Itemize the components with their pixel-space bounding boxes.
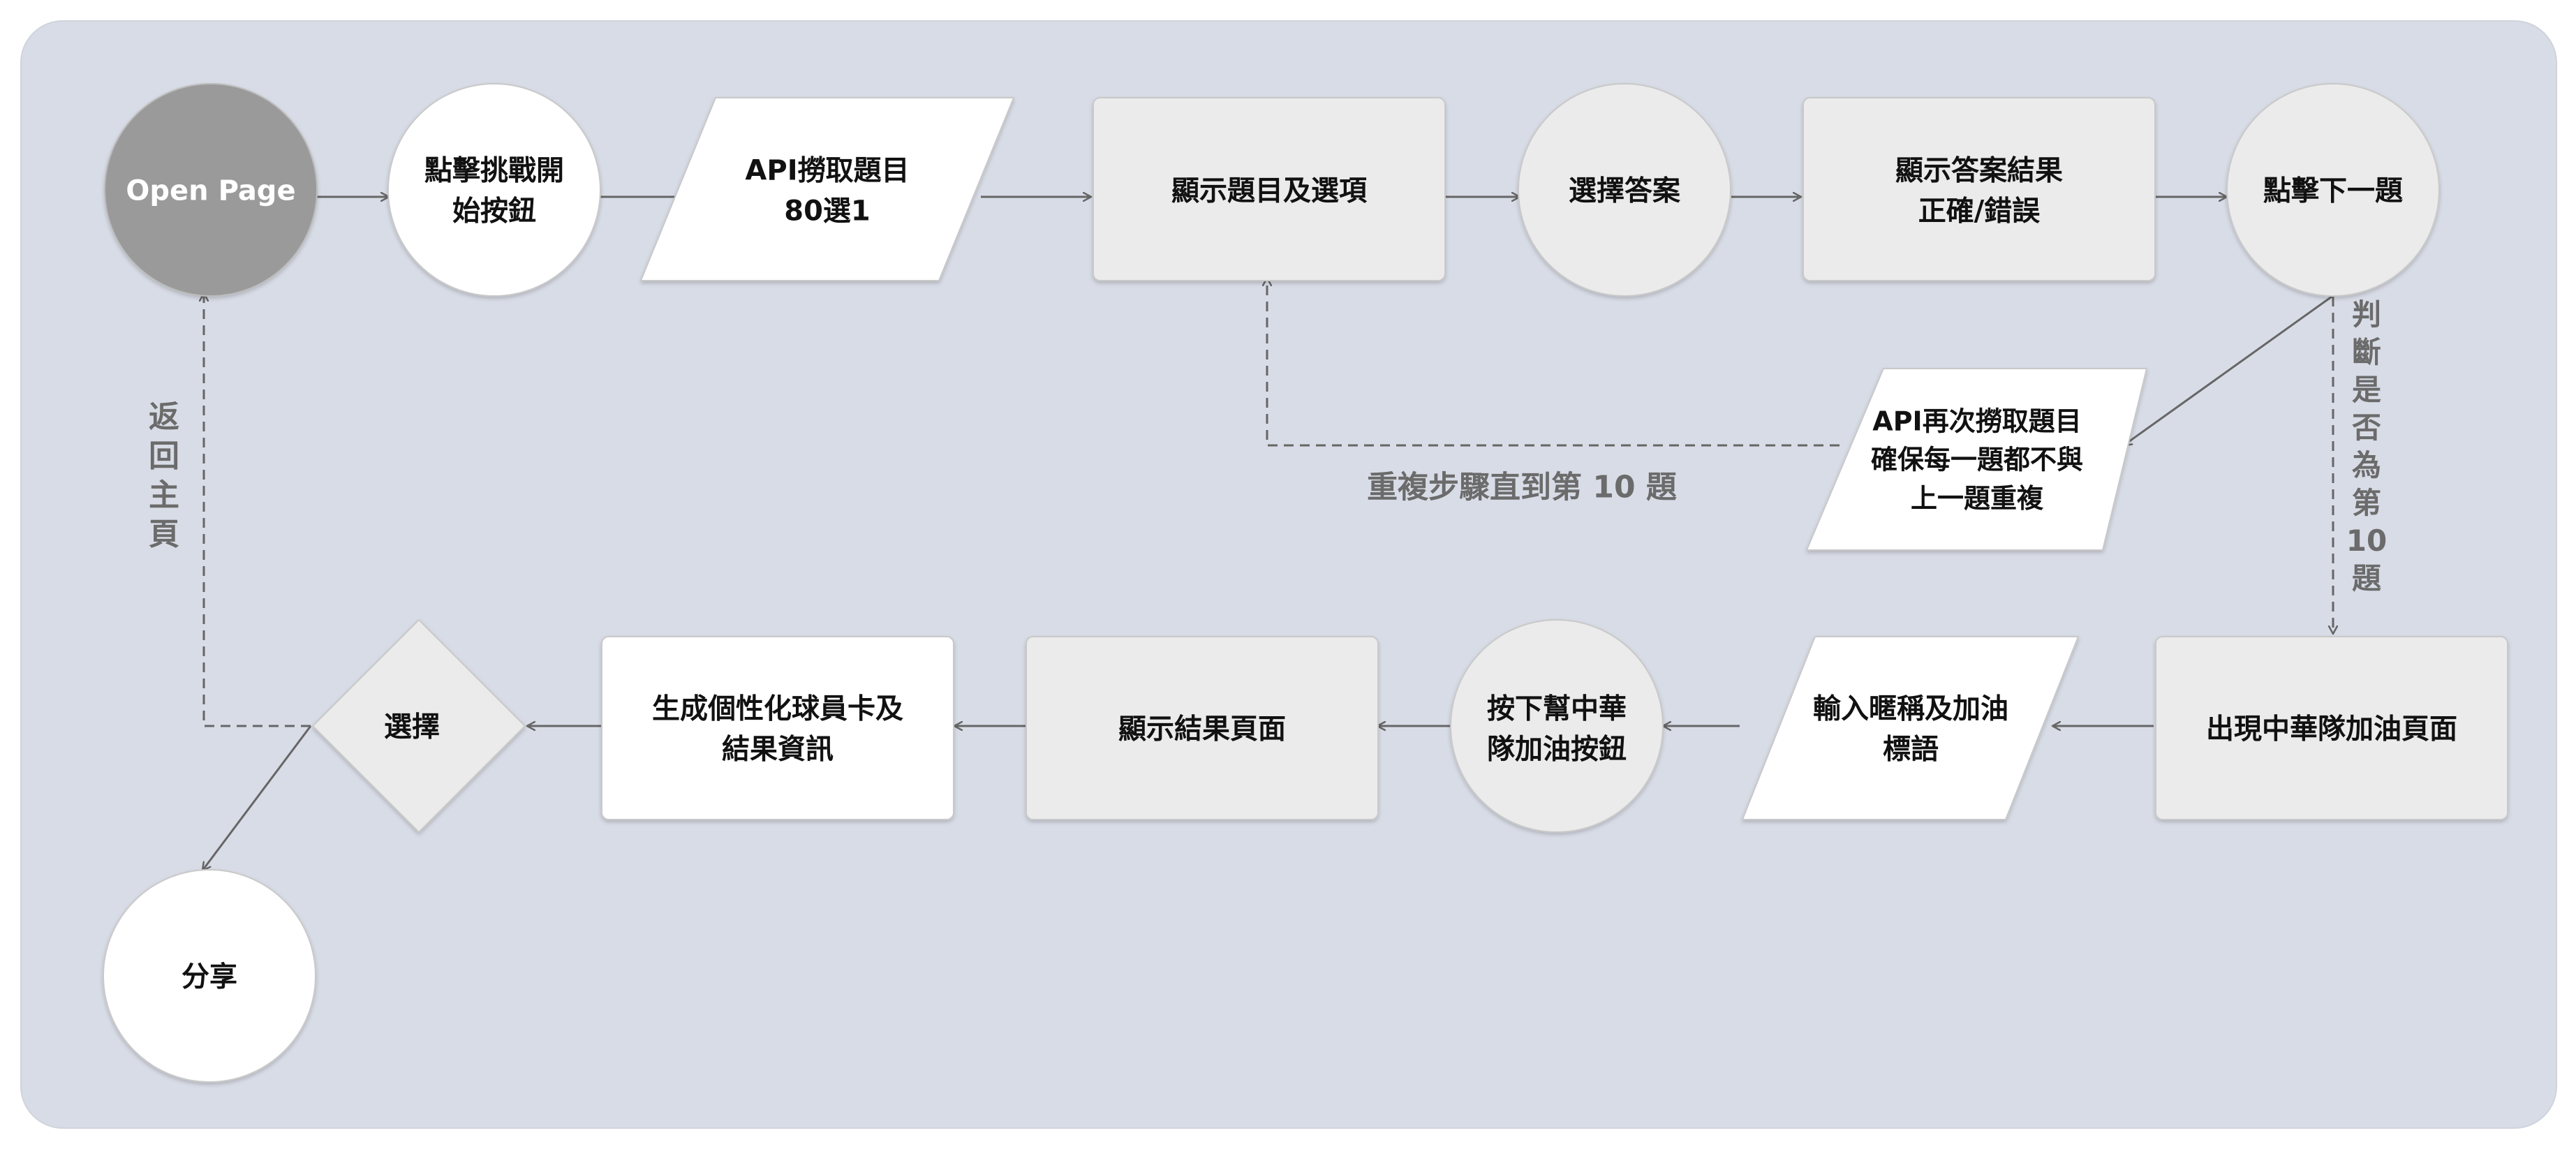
annotation-char: 判 (2352, 297, 2381, 332)
node-click-next (2226, 83, 2440, 297)
annotation-char: 否 (2352, 410, 2381, 445)
annotation-char: 斷 (2352, 335, 2381, 369)
annotation-char: 回 (149, 438, 179, 474)
label-line: 按下幫中華 (1487, 692, 1627, 725)
label-api-refetch: API再次撈取題目確保每一題都不與上一題重複 (1871, 406, 2083, 514)
node-choose (312, 619, 526, 833)
label-line: 出現中華隊加油頁面 (2206, 713, 2457, 745)
node-api-fetch (640, 97, 1014, 281)
label-line: 顯示結果頁面 (1118, 713, 1286, 745)
label-line: 始按鈕 (452, 195, 536, 227)
label-cheer-page: 出現中華隊加油頁面 (2206, 713, 2457, 745)
label-line: 點擊挑戰開 (424, 154, 564, 186)
label-click-next: 點擊下一題 (2263, 175, 2403, 207)
label-line: 80選1 (784, 195, 871, 227)
annotation-char: 10 (2346, 524, 2387, 558)
label-line: 生成個性化球員卡及 (652, 692, 903, 725)
label-line: 上一題重複 (1911, 483, 2044, 514)
node-generate-card (601, 636, 954, 820)
label-line: 結果資訊 (722, 733, 834, 765)
annotation-char: 返 (149, 399, 179, 435)
label-input-nickname: 輸入暱稱及加油標語 (1813, 692, 2008, 765)
arrow-choose-to-share (202, 725, 312, 870)
label-line: API撈取題目 (745, 154, 909, 186)
label-line: 顯示答案結果 (1895, 154, 2063, 186)
label-show-question: 顯示題目及選項 (1171, 175, 1368, 207)
label-open-page: Open Page (126, 175, 295, 207)
node-labels: Open Page 點擊挑戰開始按鈕 API撈取題目 80選1 顯示題目及選項 選… (126, 154, 2457, 993)
node-show-result (1803, 97, 2156, 281)
label-click-start: 點擊挑戰開始按鈕 (424, 154, 564, 227)
label-share: 分享 (182, 961, 237, 993)
node-press-cheer (1450, 619, 1664, 833)
node-open-page (104, 83, 318, 297)
label-line: 顯示題目及選項 (1171, 175, 1368, 207)
annotation-char: 頁 (149, 517, 179, 552)
node-show-question (1093, 97, 1446, 281)
connectors (202, 197, 2333, 870)
node-click-start (387, 83, 601, 297)
label-line: API再次撈取題目 (1872, 406, 2081, 437)
label-choose-answer: 選擇答案 (1569, 175, 1681, 207)
arrow-next-to-api-refetch (2124, 295, 2332, 445)
label-line: 標語 (1883, 733, 1939, 765)
annotation-char: 題 (2352, 561, 2381, 595)
label-line: 分享 (182, 961, 237, 993)
label-line: 輸入暱稱及加油 (1813, 692, 2008, 725)
nodes (103, 83, 2508, 1083)
arrow-repeat-loop (1267, 278, 1840, 447)
label-line: 點擊下一題 (2263, 175, 2403, 207)
label-line: 隊加油按鈕 (1487, 733, 1627, 765)
annotation-return-home: 返回主頁 (149, 399, 179, 552)
node-input-nickname (1742, 636, 2079, 820)
label-line: 正確/錯誤 (1918, 195, 2041, 227)
arrow-return-home (204, 293, 311, 727)
diagram-panel (20, 20, 2557, 1129)
label-generate-card: 生成個性化球員卡及結果資訊 (652, 692, 903, 765)
label-result-page: 顯示結果頁面 (1118, 713, 1286, 745)
label-api-fetch: API撈取題目 80選1 (745, 154, 909, 227)
node-result-page (1026, 636, 1379, 820)
annotation-char: 是 (2352, 373, 2381, 407)
label-press-cheer: 按下幫中華隊加油按鈕 (1487, 692, 1627, 765)
node-share (103, 869, 316, 1083)
label-show-result: 顯示答案結果正確/錯誤 (1895, 154, 2063, 227)
annotation-repeat: 重複步驟直到第 10 題 (1367, 470, 1677, 505)
node-api-refetch (1806, 368, 2147, 551)
annotation-char: 為 (2352, 448, 2381, 482)
node-cheer-page (2155, 636, 2508, 820)
annotation-char: 第 (2352, 486, 2381, 520)
label-choose: 選擇 (384, 711, 440, 743)
annotation-char: 主 (149, 477, 179, 513)
label-line: Open Page (126, 175, 295, 207)
label-line: 選擇 (384, 711, 440, 743)
label-line: 選擇答案 (1569, 175, 1681, 207)
node-choose-answer (1518, 83, 1731, 297)
label-line: 確保每一題都不與 (1871, 445, 2083, 475)
